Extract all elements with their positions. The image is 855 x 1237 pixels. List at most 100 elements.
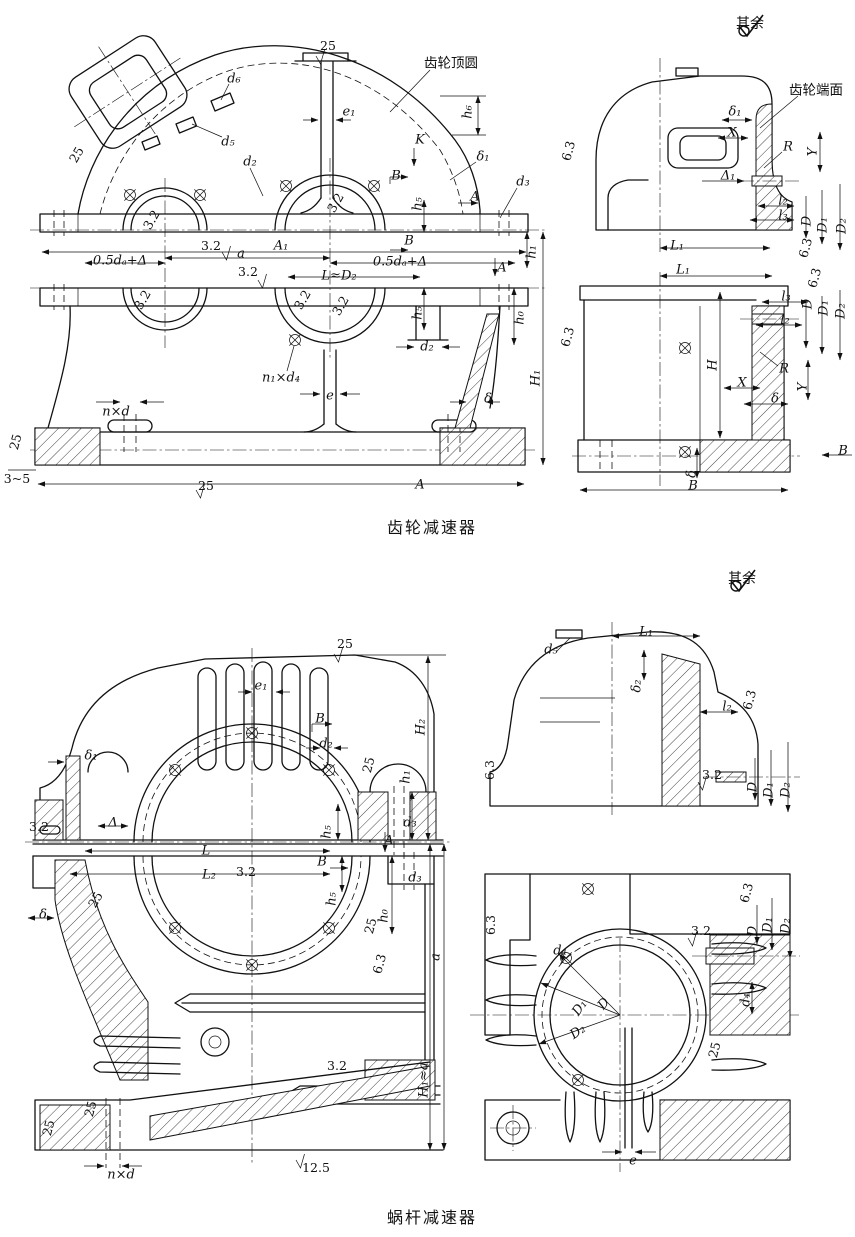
dim-label: X <box>737 375 747 391</box>
dim-label: n×d <box>102 404 130 420</box>
dim-label: 25 <box>320 37 336 53</box>
dim-label: a <box>237 246 245 262</box>
dim-label: A₁ <box>273 238 289 254</box>
dim-label: e <box>629 1153 637 1169</box>
dim-label: D₂ <box>778 782 794 798</box>
dim-label: Δ₁ <box>720 168 736 184</box>
dim-label: 3.2 <box>201 237 221 253</box>
caption-worm-reducer: 蜗杆减速器 <box>386 1208 477 1227</box>
dim-label: 3.2 <box>29 818 49 834</box>
dim-label: e₁ <box>254 678 268 694</box>
dim-label: e <box>326 388 334 404</box>
dim-label: K <box>415 132 425 148</box>
dim-label: L≈D₂ <box>321 268 357 284</box>
dim-label: h₆ <box>460 105 476 119</box>
dim-label: δ₁ <box>84 748 98 764</box>
dim-label: B <box>404 233 414 249</box>
dim-label: 3.2 <box>327 1057 347 1073</box>
dim-label: δ <box>484 391 492 407</box>
dim-label: H₁≈a <box>416 1062 432 1098</box>
dim-label: L <box>201 843 211 859</box>
dim-label: δ <box>684 470 700 478</box>
dim-label: A <box>470 189 480 205</box>
dim-label: X <box>727 125 737 141</box>
dim-label: L₁ <box>670 238 684 254</box>
dim-label: D <box>799 215 815 227</box>
dim-label: d₂ <box>420 339 434 355</box>
dim-label: D <box>745 781 761 793</box>
dim-label: 齿轮端面 <box>789 82 843 99</box>
dim-label: l₂ <box>778 193 788 209</box>
dim-label: n₁×d₄ <box>261 370 301 386</box>
dim-label: B <box>391 168 401 184</box>
dim-label: D₁ <box>816 300 832 316</box>
dim-label: h₅ <box>319 825 335 839</box>
dim-label: L₁ <box>676 262 690 278</box>
dim-label: h₁ <box>524 245 540 259</box>
dim-label: D <box>800 298 816 310</box>
dim-label: A <box>384 833 394 849</box>
dim-label: 25 <box>337 635 353 651</box>
dim-label: 3.2 <box>691 922 711 938</box>
dim-label: B <box>315 711 325 727</box>
dim-label: L₁ <box>639 624 653 640</box>
dim-label: H₂ <box>413 718 429 736</box>
dim-label: δ <box>39 907 47 923</box>
gear-reducer-side-view <box>572 58 852 493</box>
dim-label: a <box>428 953 444 961</box>
dim-label: n×d <box>107 1167 135 1183</box>
dim-label: 25 <box>198 477 214 493</box>
dim-label: h₁ <box>398 770 414 784</box>
dim-label: δ <box>771 391 779 407</box>
dim-label: d₅ <box>221 134 235 150</box>
dim-label: e₁ <box>342 104 356 120</box>
dim-label: 3~5 <box>3 470 31 486</box>
dim-label: d₂ <box>319 736 333 752</box>
dim-label: D₁ <box>761 782 777 798</box>
dim-label: d₃ <box>408 870 422 886</box>
dim-label: l₂ <box>780 312 790 328</box>
dim-label: H <box>705 359 721 371</box>
dim-label: 3.2 <box>702 766 722 782</box>
surface-note-bottom: 其余 <box>728 568 756 593</box>
dim-label: B <box>688 478 698 494</box>
dim-label: d₅ <box>544 642 558 658</box>
dim-label: l₃ <box>781 289 791 305</box>
roughness-check-icon <box>738 14 764 38</box>
dim-label: D₁ <box>815 217 831 233</box>
dim-label: l₂ <box>722 699 732 715</box>
worm-reducer-front-view <box>25 647 450 1169</box>
dim-label: l₃ <box>778 208 788 224</box>
dim-label: D₁ <box>760 917 776 933</box>
dim-label: δ₂ <box>629 679 645 693</box>
dim-label: d₄ <box>738 993 754 1007</box>
dim-label: d₃ <box>516 174 530 190</box>
dim-label: Δ <box>108 815 118 831</box>
dim-label: δ₁ <box>476 149 490 165</box>
dim-label: D₂ <box>833 303 849 319</box>
surface-note-top: 其余 <box>736 13 764 38</box>
dim-label: d₂ <box>243 154 257 170</box>
dim-label: B <box>317 854 327 870</box>
dim-label: 6.3 <box>481 760 497 780</box>
dim-label: h₅ <box>324 892 340 906</box>
dim-label: 齿轮顶圆 <box>424 55 478 72</box>
caption-gear-reducer: 齿轮减速器 <box>386 518 477 537</box>
dim-label: 6.3 <box>482 915 498 935</box>
dim-label: δ₁ <box>728 104 742 120</box>
dim-label: R <box>783 139 793 155</box>
dim-label: 0.5dₐ+Δ <box>372 254 428 270</box>
dim-label: h₀ <box>512 311 528 325</box>
dim-label: H₁ <box>528 369 544 387</box>
dim-label: A <box>497 260 507 276</box>
dim-label: Y <box>795 382 811 392</box>
surface-note-text: 其余 <box>728 571 756 587</box>
dim-label: d₃ <box>403 815 417 831</box>
dim-label: d₆ <box>227 71 241 87</box>
dim-label: h₅ <box>410 306 426 320</box>
gear-reducer-front-view <box>8 35 546 499</box>
dim-label: 0.5dₐ+Δ <box>92 253 148 269</box>
dim-label: h₅ <box>410 197 426 211</box>
